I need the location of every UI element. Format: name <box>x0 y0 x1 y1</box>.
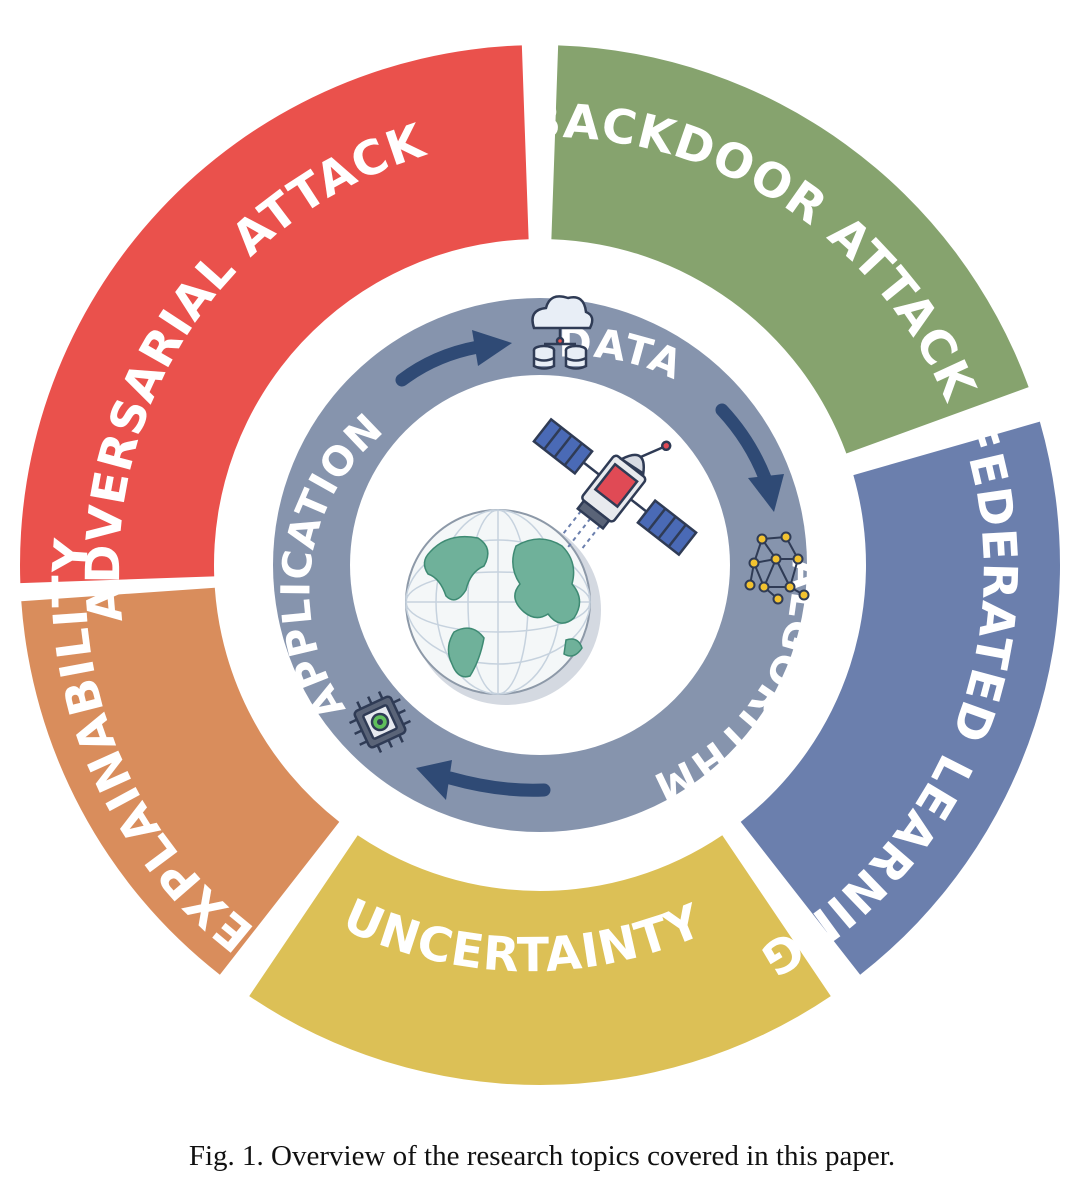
arrow-application-to-data-icon <box>395 340 485 387</box>
cycle-arrows <box>395 330 784 800</box>
segment-adversarial-attack <box>20 45 529 584</box>
chip-icon <box>349 691 411 753</box>
arrowhead-top <box>472 330 512 366</box>
segment-backdoor-attack <box>551 45 1029 454</box>
satellite-icon <box>532 417 698 557</box>
cloud-database-icon <box>531 295 594 370</box>
arrowhead-right <box>748 474 784 512</box>
arrowhead-bottom <box>416 760 452 800</box>
neural-network-icon <box>744 531 810 605</box>
research-topics-diagram: ADVERSARIAL ATTACK BACKDOOR ATTACK FEDER… <box>20 45 1061 1086</box>
segment-explainability <box>21 587 340 975</box>
segment-federated-learning <box>740 421 1061 975</box>
arrow-algorithm-to-application-icon <box>443 771 551 797</box>
figure-caption: Fig. 1. Overview of the research topics … <box>188 1140 896 1172</box>
arrow-data-to-algorithm-icon <box>715 403 772 485</box>
outer-ring <box>20 45 1061 1086</box>
segment-uncertainty <box>249 835 831 1086</box>
globe-icon <box>405 509 601 705</box>
